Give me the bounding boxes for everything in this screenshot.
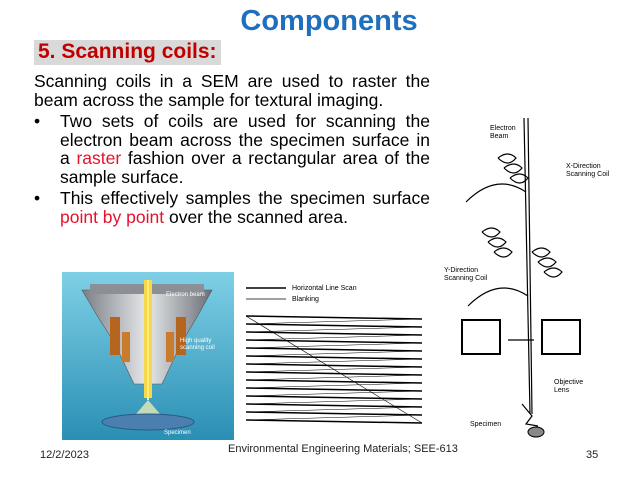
y-coil-label-2: Scanning Coil (444, 275, 488, 282)
bullet-highlight: point by point (60, 206, 165, 227)
objective-label-1: Objective (554, 379, 583, 386)
intro-paragraph: Scanning coils in a SEM are used to rast… (34, 71, 430, 110)
x-coil-label-2: Scanning Coil (566, 171, 610, 178)
scan-line (245, 339, 423, 344)
scan-line (245, 379, 423, 384)
blanking-line (245, 414, 423, 421)
blanking-line (245, 398, 423, 405)
x-coil-label-1: X-Direction (566, 163, 601, 170)
y-coil-label-1: Y-Direction (444, 267, 478, 274)
scan-line (245, 395, 423, 400)
col-specimen-label: Specimen (470, 421, 501, 428)
bullet-list: • Two sets of coils are used for scannin… (34, 112, 430, 226)
bullet-item: • This effectively samples the specimen … (34, 189, 430, 226)
retrace-line (245, 315, 423, 424)
electron-beam-label: Electron beam (166, 292, 205, 298)
blanking-line (245, 390, 423, 397)
objective-label-2: Lens (554, 387, 570, 394)
scan-line (245, 371, 423, 376)
slide-body: Scanning coils in a SEM are used to rast… (34, 72, 430, 226)
sem-column-diagram: Electron Beam X-Direction Scanning Coil … (444, 117, 610, 438)
scan-line (245, 323, 423, 328)
scan-line (245, 331, 423, 336)
page-number: 35 (586, 449, 599, 461)
section-heading: 5. Scanning coils: (34, 40, 221, 65)
scan-line (245, 363, 423, 368)
blanking-line (245, 374, 423, 381)
blanking-line (245, 318, 423, 325)
coil-label-line1: High quality (180, 338, 211, 344)
bullet-highlight: raster (76, 148, 122, 168)
col-electron-label-2: Beam (490, 133, 508, 140)
raster-scan-diagram: Horizontal Line Scan Blanking (245, 285, 423, 424)
bullet-marker: • (34, 188, 41, 208)
blanking-line (245, 358, 423, 365)
blanking-line (245, 342, 423, 349)
bullet-text: Two sets of coils are used for scanning … (60, 111, 430, 168)
legend-scan-label: Horizontal Line Scan (292, 285, 357, 292)
blanking-line (245, 334, 423, 341)
scan-line (245, 347, 423, 352)
bullet-text: over the scanned area. (164, 206, 348, 227)
scan-line (245, 411, 423, 416)
footer-course: Environmental Engineering Materials; SEE… (228, 443, 458, 455)
scanning-coil-illustration: Electron beam High quality scanning coil… (62, 272, 234, 440)
blanking-line (245, 350, 423, 357)
col-electron-label-1: Electron (490, 125, 516, 132)
legend-blank-label: Blanking (292, 296, 319, 303)
blanking-line (245, 326, 423, 333)
footer-date: 12/2/2023 (40, 449, 89, 461)
scan-line (245, 315, 423, 320)
specimen-label: Specimen (164, 430, 191, 436)
scan-line (245, 403, 423, 408)
scan-line (245, 419, 423, 424)
bullet-item: • Two sets of coils are used for scannin… (34, 112, 430, 186)
bullet-marker: • (34, 111, 41, 131)
raster-lines (245, 315, 423, 424)
slide-title: Components (240, 5, 418, 37)
scan-line (245, 355, 423, 360)
blanking-line (245, 406, 423, 413)
bullet-text: This effectively samples the specimen su… (60, 188, 430, 208)
scan-line (245, 387, 423, 392)
coil-label-line2: scanning coil (180, 345, 215, 351)
bullet-text: fashion over a rectangular area of the s… (60, 148, 430, 187)
blanking-line (245, 382, 423, 389)
